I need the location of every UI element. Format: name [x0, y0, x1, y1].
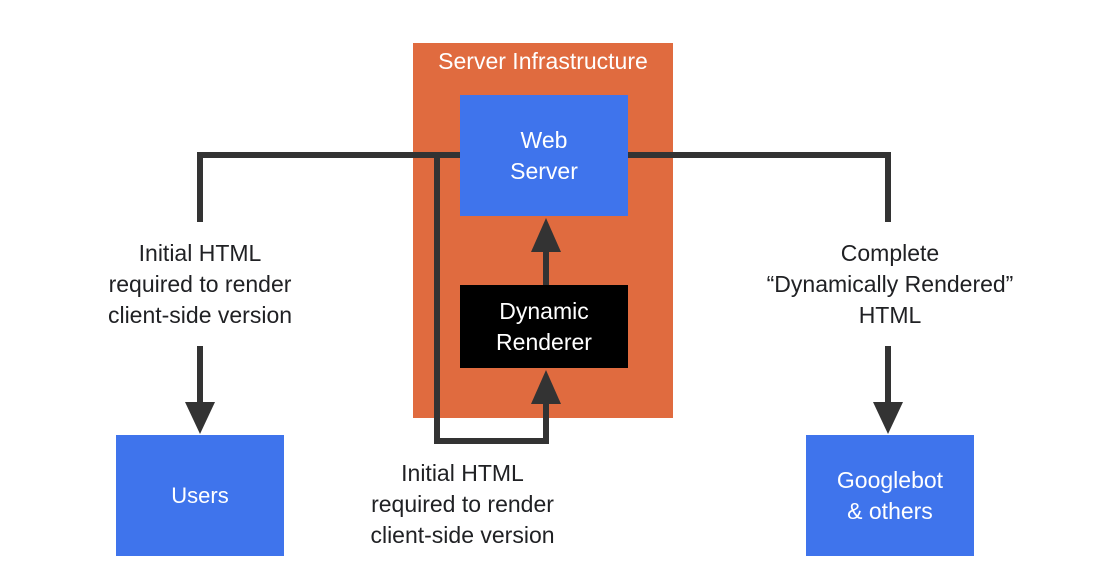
- dynamic-renderer-node: Dynamic Renderer: [460, 285, 628, 368]
- connector-web-to-googlebot-top: [628, 152, 891, 222]
- connector-web-to-renderer-loop: [434, 155, 549, 444]
- googlebot-node: Googlebot & others: [806, 435, 974, 556]
- arrowhead-renderer: [531, 370, 561, 404]
- users-node: Users: [116, 435, 284, 556]
- label-initial-html-users: Initial HTML required to render client-s…: [107, 240, 293, 328]
- label-initial-html-renderer: Initial HTML required to render client-s…: [370, 460, 555, 548]
- connector-web-to-users-top: [197, 152, 460, 222]
- arrowhead-web-server: [531, 218, 561, 252]
- arrowhead-users: [185, 402, 215, 434]
- label-complete-html-googlebot: Complete “Dynamically Rendered” HTML: [766, 240, 1014, 328]
- web-server-node: Web Server: [460, 95, 628, 216]
- server-infrastructure-title: Server Infrastructure: [438, 48, 648, 74]
- arrowhead-googlebot: [873, 402, 903, 434]
